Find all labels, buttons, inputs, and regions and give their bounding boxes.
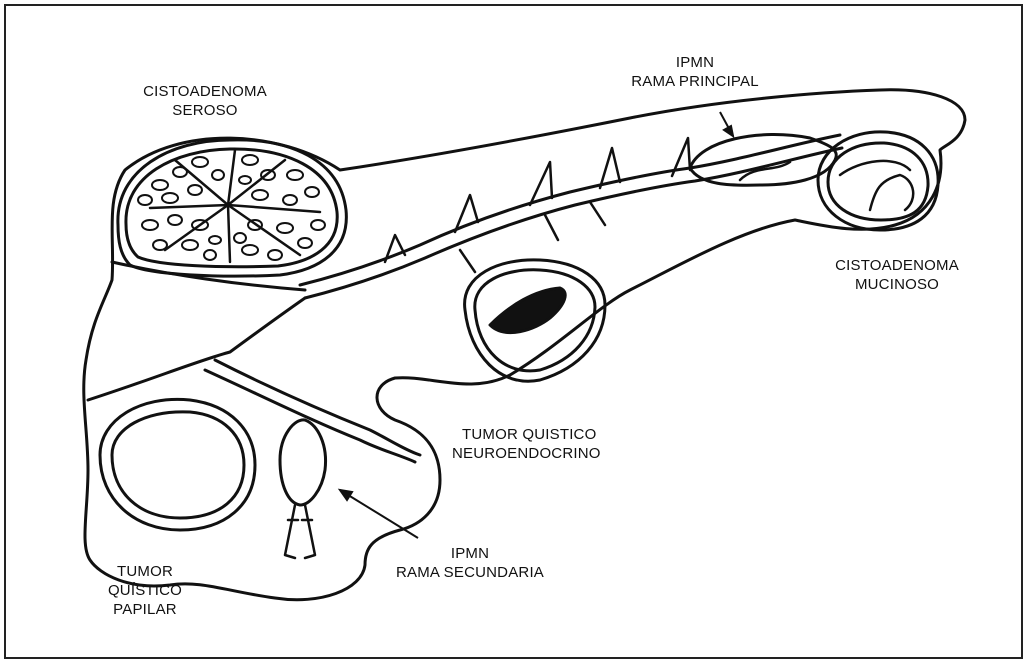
papillary-tumor-inner (112, 412, 244, 518)
label-neuroendocrine-line2: NEUROENDOCRINO (450, 444, 620, 463)
label-ipmn-branch-line1: IPMN (385, 544, 555, 563)
label-ipmn-main-line2: RAMA PRINCIPAL (615, 72, 775, 91)
main-pancreatic-duct-upper (300, 135, 840, 285)
label-serous-line2: SEROSO (120, 101, 290, 120)
label-papillary-line2: QUÍSTICO (95, 581, 195, 600)
mucinous-cystadenoma-outer (818, 132, 938, 230)
arrow-ipmn-branch (340, 490, 418, 538)
label-neuroendocrine-tumor: TUMOR QUISTICO NEUROENDOCRINO (450, 425, 620, 463)
arrow-ipmn-branch-head (340, 490, 352, 500)
head-duct-lower (88, 298, 305, 400)
label-serous-line1: CISTOADENOMA (120, 82, 290, 101)
ipmn-branch-duct-cyst (280, 420, 326, 505)
papillary-tumor-outer (100, 399, 255, 530)
label-mucinous-cystadenoma: CISTOADENOMA MUCINOSO (812, 256, 982, 294)
mucinous-septum (840, 161, 913, 210)
label-mucinous-line2: MUCINOSO (812, 275, 982, 294)
label-ipmn-branch-line2: RAMA SECUNDARIA (385, 563, 555, 582)
serous-septa (150, 150, 320, 262)
label-neuroendocrine-line1: TUMOR QUISTICO (450, 425, 620, 444)
duct-side-branches (385, 138, 690, 272)
label-ipmn-main-line1: IPMN (615, 53, 775, 72)
neuroendocrine-tumor-core (490, 288, 565, 333)
arrow-ipmn-main-head (724, 126, 733, 136)
label-papillary-line1: TUMOR (95, 562, 195, 581)
label-mucinous-line1: CISTOADENOMA (812, 256, 982, 275)
label-papillary-line3: PAPILAR (95, 600, 195, 619)
label-ipmn-main-duct: IPMN RAMA PRINCIPAL (615, 53, 775, 91)
ipmn-branch-duct-stalk (285, 505, 315, 558)
label-serous-cystadenoma: CISTOADENOMA SEROSO (120, 82, 290, 120)
label-ipmn-branch-duct: IPMN RAMA SECUNDARIA (385, 544, 555, 582)
mucinous-cystadenoma-inner (828, 143, 928, 220)
accessory-duct (205, 360, 420, 462)
label-papillary-tumor: TUMOR QUÍSTICO PAPILAR (95, 562, 195, 619)
